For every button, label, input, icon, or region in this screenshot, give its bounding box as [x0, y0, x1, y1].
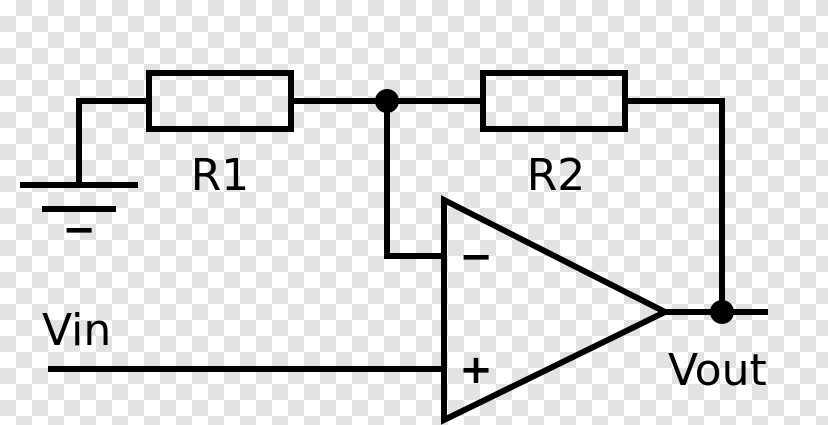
- resistor-r2: [480, 70, 628, 132]
- opamp-noninverting-sign: +: [459, 347, 493, 393]
- opamp-triangle: [441, 195, 672, 425]
- feedback-wire: [625, 98, 725, 312]
- opamp-inverting-sign: −: [459, 234, 493, 280]
- vin-label: Vin: [42, 305, 111, 356]
- ground-sign: −: [62, 207, 96, 253]
- resistor-r1: [146, 70, 294, 132]
- r2-label: R2: [527, 150, 586, 201]
- junction-dot-feedback: [375, 89, 399, 113]
- ground-to-r1-wire: [76, 98, 149, 185]
- inverting-input-wire: [384, 101, 444, 259]
- ground-symbol: −: [20, 182, 138, 253]
- vout-label: Vout: [668, 345, 767, 396]
- r1-label: R1: [191, 150, 250, 201]
- junction-dot-output: [710, 300, 734, 324]
